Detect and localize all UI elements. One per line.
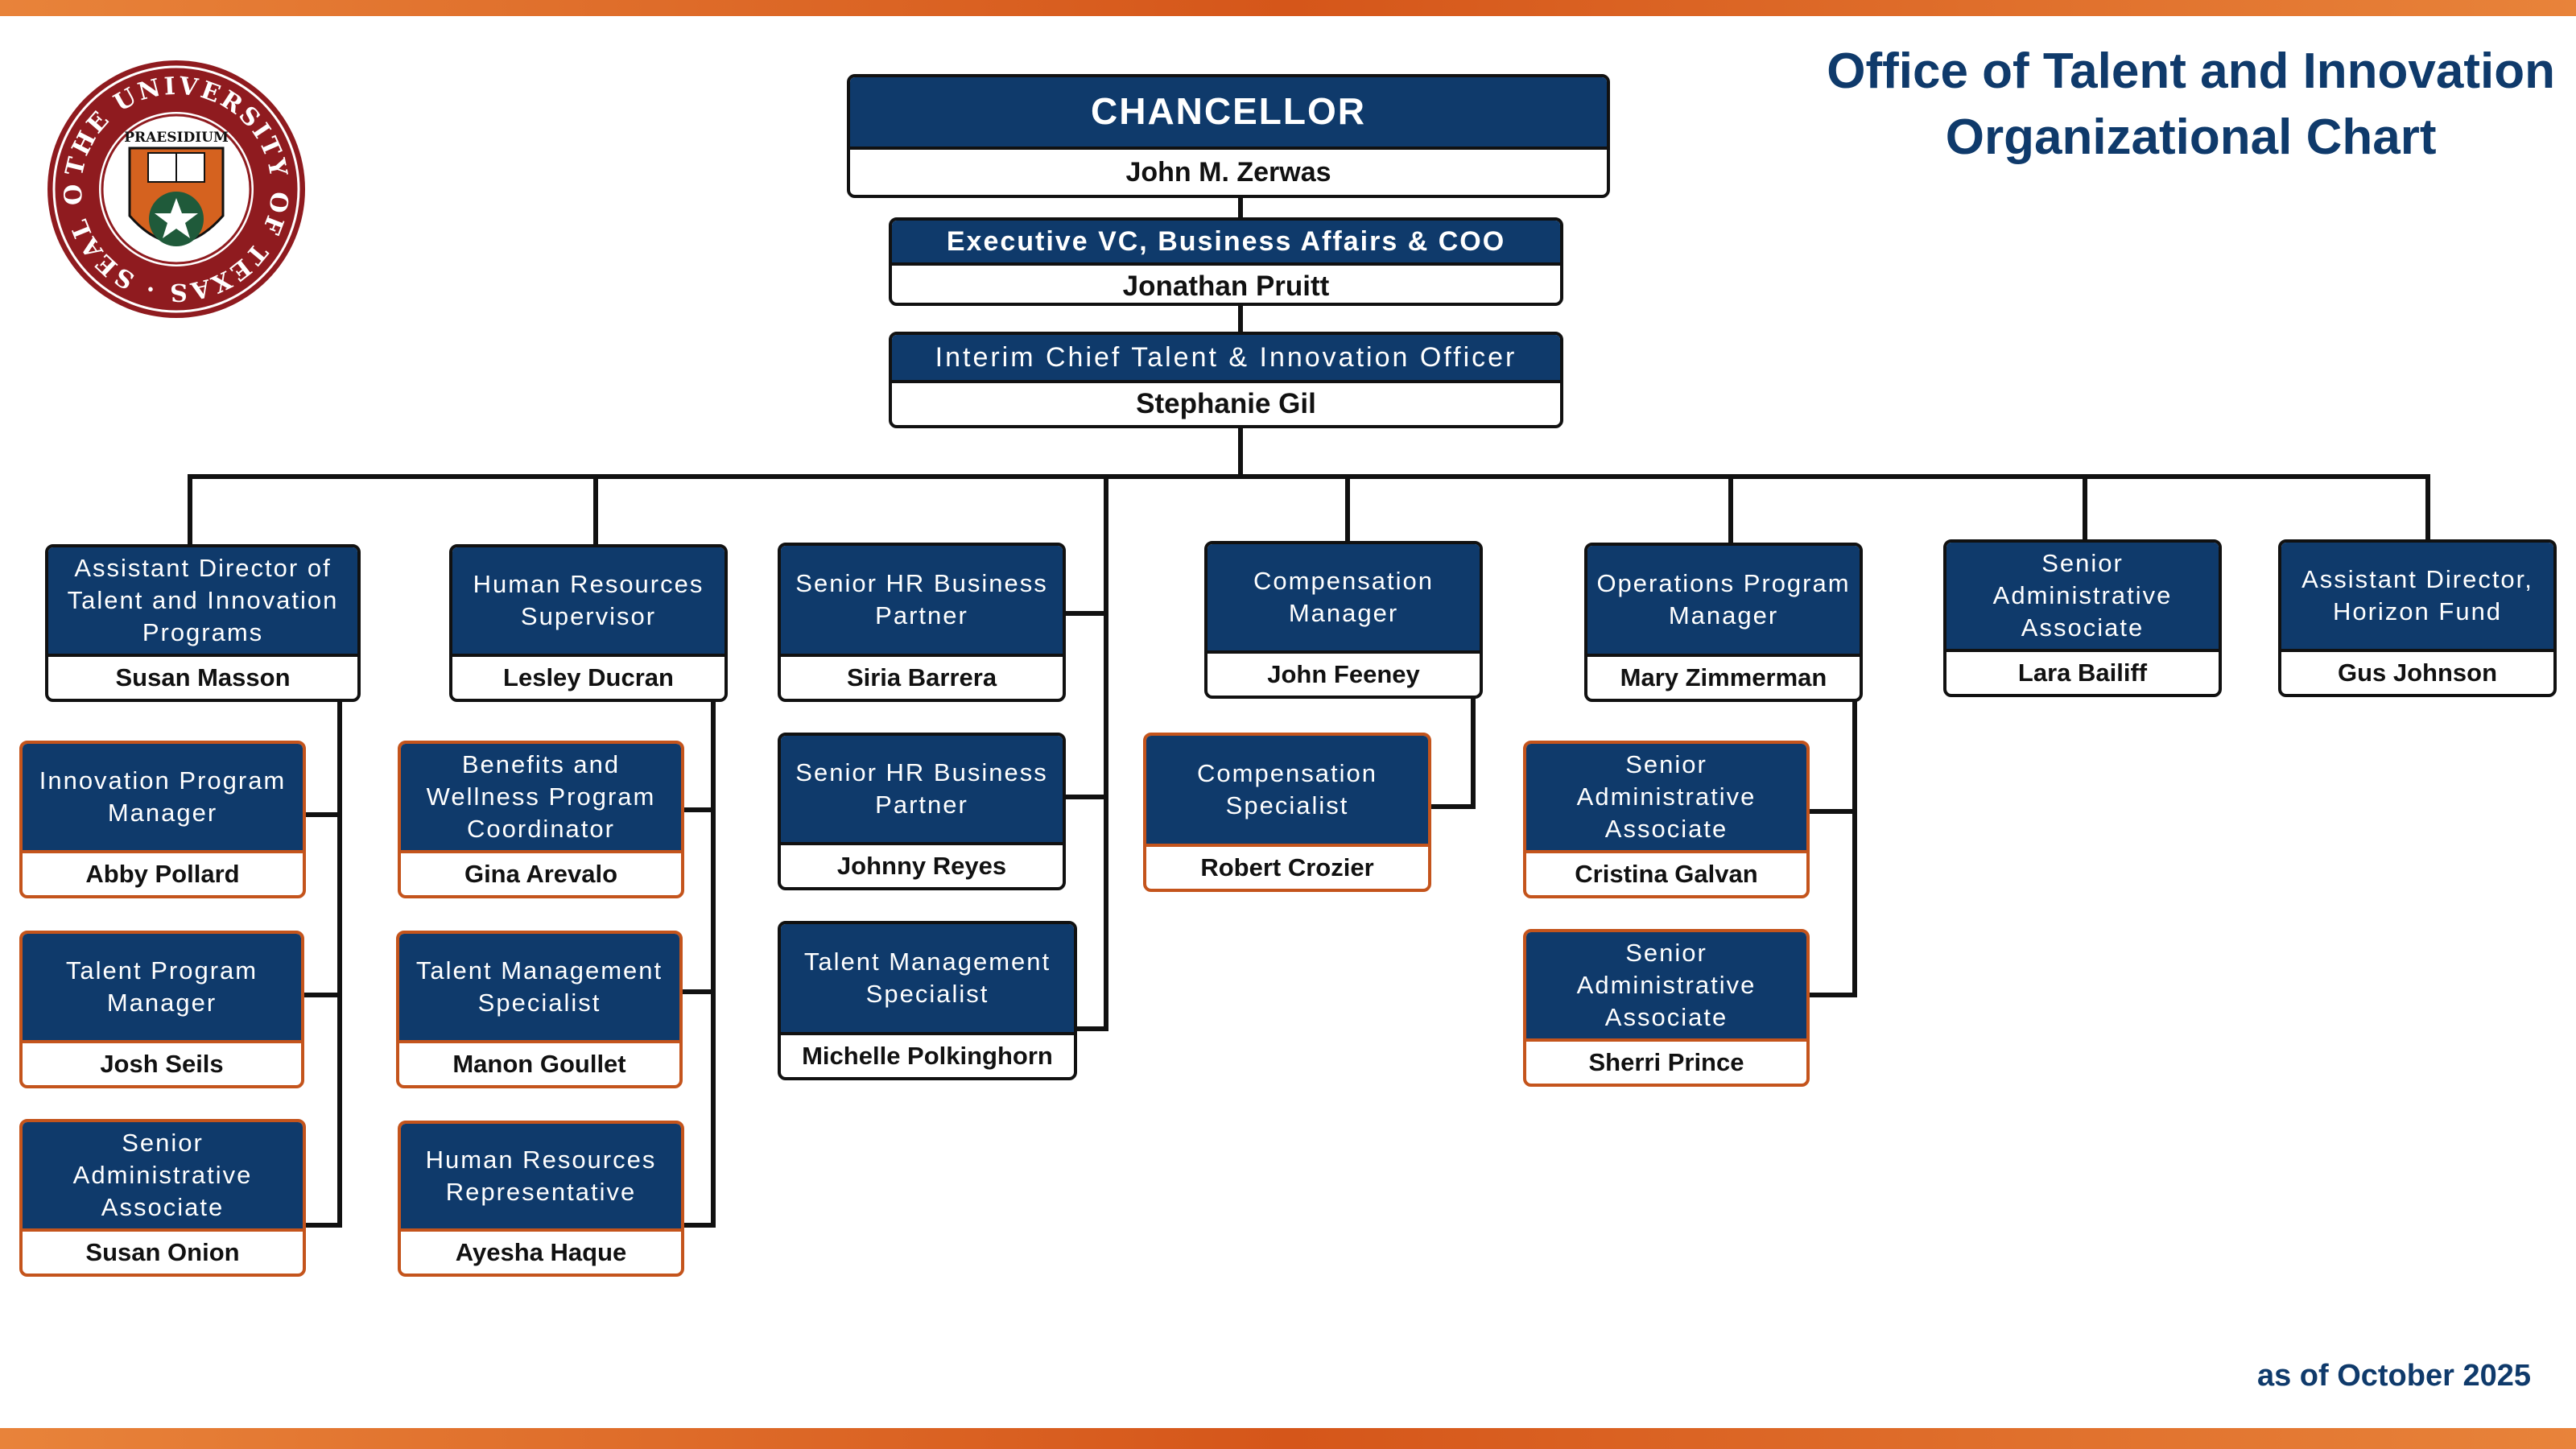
card-title: Innovation Program Manager (23, 744, 303, 853)
card-title: Senior Administrative Associate (1526, 744, 1806, 853)
card-name: Cristina Galvan (1575, 860, 1758, 888)
direct-report-card: Senior Administrative Associate Lara Bai… (1943, 539, 2222, 697)
direct-report-card: Senior HR Business Partner Siria Barrera (778, 543, 1066, 702)
card-name: Susan Onion (85, 1238, 240, 1266)
chief-officer-card: Interim Chief Talent & Innovation Office… (889, 332, 1563, 428)
direct-report-card: Assistant Director of Talent and Innovat… (45, 544, 361, 702)
team-member-card: Senior Administrative Associate Cristina… (1523, 741, 1810, 898)
card-title: Senior Administrative Associate (1946, 543, 2219, 652)
bottom-accent-band (0, 1428, 2576, 1449)
top-accent-band (0, 0, 2576, 16)
team-member-card: Senior Administrative Associate Sherri P… (1523, 929, 1810, 1087)
team-member-card: Human Resources Representative Ayesha Ha… (398, 1121, 684, 1277)
card-title: Talent Program Manager (23, 934, 301, 1043)
card-name: Johnny Reyes (836, 852, 1007, 880)
direct-report-card: Compensation Manager John Feeney (1204, 541, 1483, 699)
as-of-date: as of October 2025 (2256, 1359, 2531, 1393)
card-name: Abby Pollard (85, 860, 240, 888)
card-name: Stephanie Gil (1136, 388, 1316, 419)
card-title: Interim Chief Talent & Innovation Office… (892, 335, 1560, 383)
card-name: Susan Masson (115, 663, 291, 691)
card-title: Senior HR Business Partner (781, 736, 1063, 845)
card-title: Talent Management Specialist (399, 934, 679, 1043)
direct-report-card: Talent Management Specialist Michelle Po… (778, 921, 1077, 1080)
card-title: Senior Administrative Associate (23, 1122, 303, 1232)
card-name: Robert Crozier (1200, 853, 1374, 881)
chart-title-line2: Organizational Chart (1945, 109, 2437, 165)
card-title: CHANCELLOR (850, 77, 1607, 150)
team-member-card: Benefits and Wellness Program Coordinato… (398, 741, 684, 898)
direct-report-card: Assistant Director, Horizon Fund Gus Joh… (2278, 539, 2557, 697)
card-title: Executive VC, Business Affairs & COO (892, 221, 1560, 266)
card-name: Lesley Ducran (503, 663, 674, 691)
card-name: Gus Johnson (2337, 658, 2498, 687)
card-name: Ayesha Haque (455, 1238, 627, 1266)
team-member-card: Talent Program Manager Josh Seils (19, 931, 304, 1088)
card-name: Mary Zimmerman (1620, 663, 1827, 691)
card-name: Sherri Prince (1588, 1048, 1744, 1076)
card-title: Assistant Director of Talent and Innovat… (48, 547, 357, 657)
card-title: Benefits and Wellness Program Coordinato… (401, 744, 681, 853)
card-title: Assistant Director, Horizon Fund (2281, 543, 2553, 652)
card-name: Gina Arevalo (464, 860, 618, 888)
card-title: Compensation Specialist (1146, 736, 1428, 847)
svg-text:PRAESIDIUM: PRAESIDIUM (124, 130, 229, 146)
card-name: John M. Zerwas (1125, 156, 1331, 188)
chart-title-line1: Office of Talent and Innovation (1827, 43, 2555, 99)
card-name: John Feeney (1267, 660, 1420, 688)
card-name: Manon Goullet (452, 1050, 626, 1078)
card-title: Senior Administrative Associate (1526, 932, 1806, 1042)
chancellor-card: CHANCELLOR John M. Zerwas (847, 74, 1610, 198)
card-name: Josh Seils (100, 1050, 224, 1078)
card-title: Human Resources Supervisor (452, 547, 724, 657)
direct-report-card: Senior HR Business Partner Johnny Reyes (778, 733, 1066, 890)
team-member-card: Innovation Program Manager Abby Pollard (19, 741, 306, 898)
card-title: Compensation Manager (1208, 544, 1480, 654)
card-name: Lara Bailiff (2017, 658, 2148, 687)
card-title: Human Resources Representative (401, 1124, 681, 1232)
card-name: Jonathan Pruitt (1122, 270, 1330, 303)
chart-title: Office of Talent and Innovation Organiza… (1827, 39, 2555, 171)
executive-vc-card: Executive VC, Business Affairs & COO Jon… (889, 217, 1563, 306)
card-title: Operations Program Manager (1587, 546, 1860, 657)
direct-report-card: Operations Program Manager Mary Zimmerma… (1584, 543, 1863, 702)
team-member-card: Senior Administrative Associate Susan On… (19, 1119, 306, 1277)
team-member-card: Talent Management Specialist Manon Goull… (396, 931, 683, 1088)
card-title: Talent Management Specialist (781, 924, 1074, 1035)
card-name: Siria Barrera (846, 663, 997, 691)
card-title: Senior HR Business Partner (781, 546, 1063, 657)
university-seal-icon: THE UNIVERSITY OF TEXAS · SEAL OF · PRAE… (45, 58, 305, 318)
team-member-card: Compensation Specialist Robert Crozier (1143, 733, 1431, 892)
direct-report-card: Human Resources Supervisor Lesley Ducran (449, 544, 728, 702)
card-name: Michelle Polkinghorn (802, 1042, 1053, 1070)
